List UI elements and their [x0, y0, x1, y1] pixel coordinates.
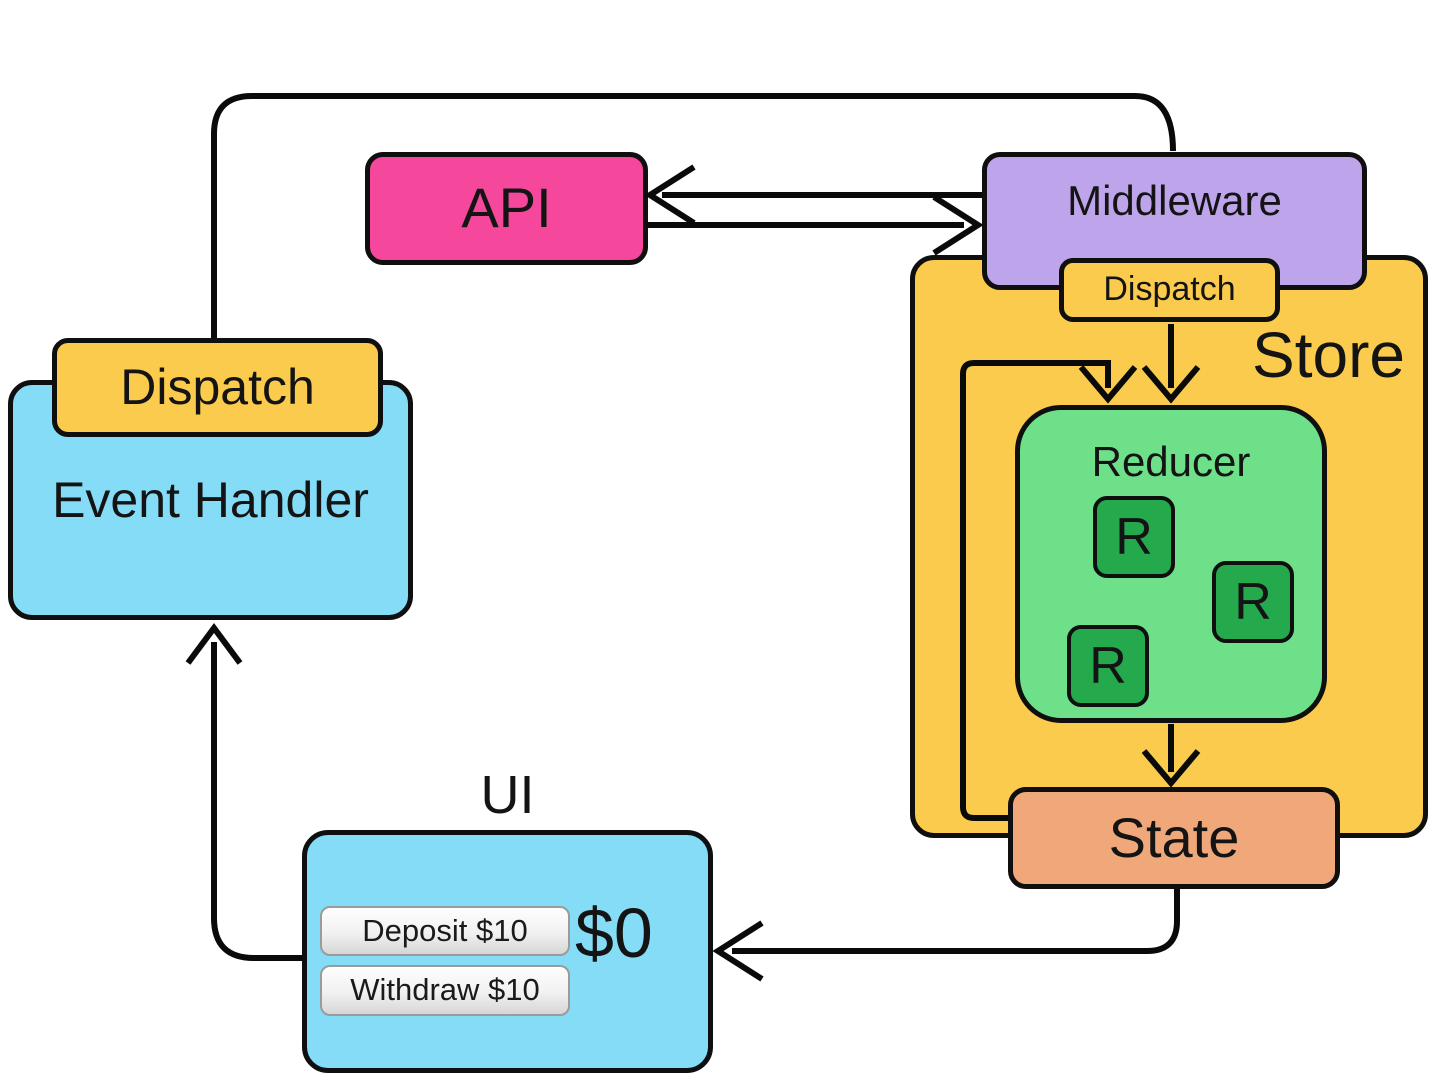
arrowhead-into-middleware-icon: [932, 194, 984, 256]
withdraw-button[interactable]: Withdraw $10: [320, 965, 570, 1016]
balance-text: $0: [575, 894, 653, 972]
arrowhead-into-api-icon: [644, 164, 696, 226]
api-box: API: [365, 152, 648, 265]
deposit-button[interactable]: Deposit $10: [320, 906, 570, 956]
event-handler-dispatch-box: Dispatch: [52, 338, 383, 437]
edge-state-to-ui: [732, 889, 1180, 954]
edge-ui-to-event-handler: [211, 642, 302, 961]
store-label: Store: [1252, 319, 1405, 391]
arrowhead-into-event-handler-icon: [185, 622, 243, 665]
reducer-unit-1: R: [1093, 496, 1175, 578]
store-dispatch-box: Dispatch: [1059, 258, 1280, 322]
state-box: State: [1008, 787, 1340, 889]
reducer-unit-3: R: [1067, 625, 1149, 707]
reducer-unit-2: R: [1212, 561, 1294, 643]
reducer-label: Reducer: [1091, 438, 1251, 485]
ui-label: UI: [480, 765, 535, 825]
arrowhead-into-ui-icon: [712, 920, 764, 982]
ui-box: Deposit $10 Withdraw $10 $0: [302, 830, 713, 1073]
